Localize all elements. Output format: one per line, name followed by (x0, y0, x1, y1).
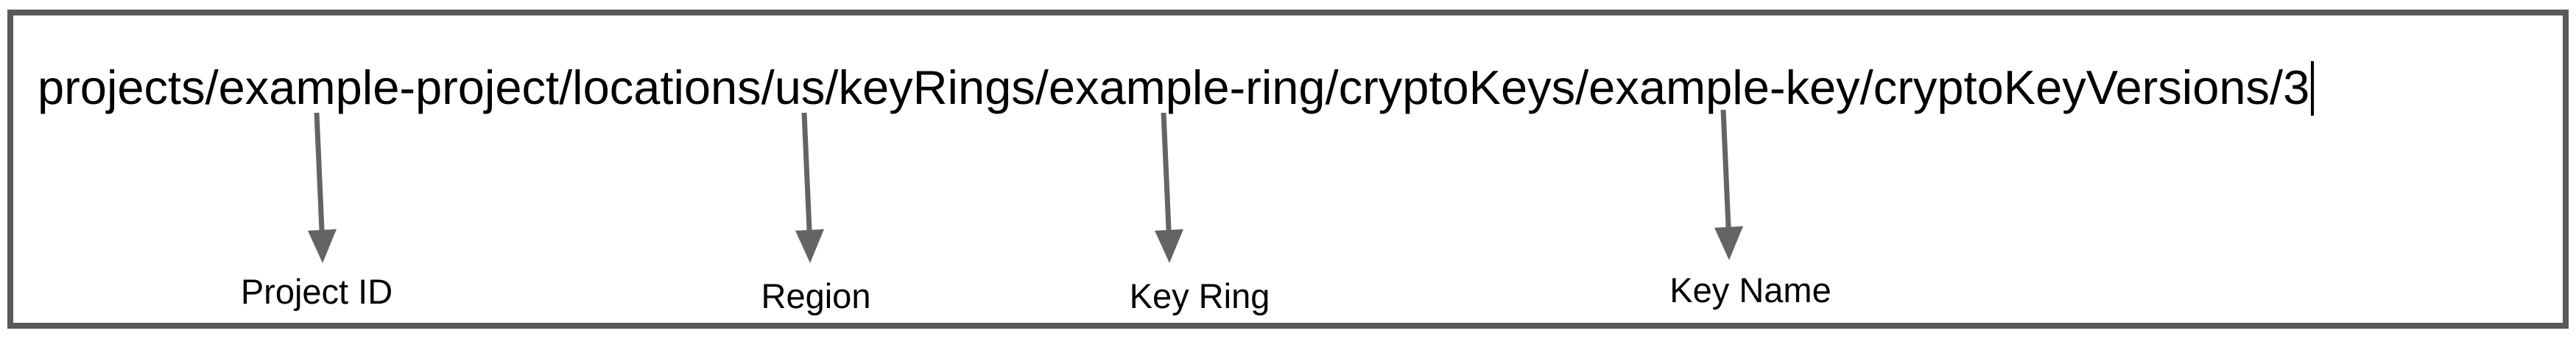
resource-path-text: projects/example-project/locations/us/ke… (38, 60, 2310, 114)
key-ring-label: Key Ring (1129, 276, 1270, 315)
region-label: Region (761, 276, 871, 315)
text-cursor-caret (2311, 61, 2315, 116)
resource-path-line: projects/example-project/locations/us/ke… (38, 60, 2315, 116)
key-name-label: Key Name (1669, 270, 1831, 310)
resource-path-input-box[interactable]: projects/example-project/locations/us/ke… (7, 10, 2569, 329)
project-id-label: Project ID (240, 272, 393, 311)
